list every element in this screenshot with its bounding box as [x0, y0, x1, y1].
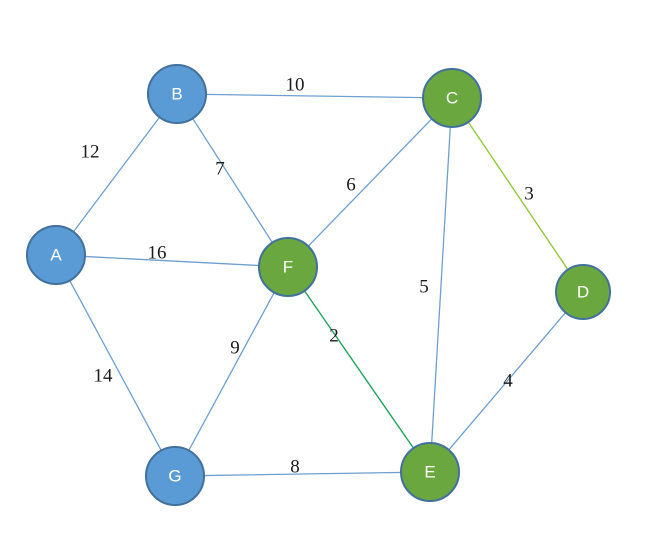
edge-weight-a-b: 12	[81, 141, 100, 162]
graph-node-b[interactable]: B	[147, 64, 207, 124]
edge-weight-a-g: 14	[94, 365, 114, 386]
edge-weight-c-e: 5	[419, 276, 429, 297]
node-circle-c[interactable]	[422, 68, 482, 128]
graph-edge-a-g	[68, 279, 163, 452]
graph-edge-a-b	[72, 115, 161, 234]
edge-weight-b-c: 10	[286, 74, 305, 95]
graph-node-e[interactable]: E	[400, 442, 460, 502]
edge-weight-b-f: 7	[215, 158, 225, 179]
edge-weight-c-f: 6	[346, 174, 356, 195]
edge-weight-a-f: 16	[148, 242, 167, 263]
node-label-b: B	[171, 84, 182, 103]
node-label-g: G	[168, 466, 181, 485]
graph-edge-c-d	[466, 120, 570, 272]
node-circle-f[interactable]	[258, 237, 318, 297]
node-label-c: C	[446, 88, 458, 107]
edge-weights-layer: 12 10 7 16 14 6 3 5 2 9 8 4	[81, 74, 534, 477]
node-label-a: A	[50, 245, 62, 264]
node-circle-g[interactable]	[145, 446, 205, 506]
node-label-d: D	[577, 282, 589, 301]
node-circle-d[interactable]	[555, 264, 611, 320]
graph-edge-a-f	[83, 255, 261, 267]
graph-edge-f-g	[187, 290, 276, 453]
edge-weight-d-e: 4	[503, 370, 513, 391]
edges-layer	[68, 93, 570, 477]
graph-edge-f-e	[303, 289, 415, 450]
graph-edge-c-e	[430, 125, 452, 445]
nodes-layer: A B C D E F G	[26, 64, 611, 506]
graph-node-a[interactable]: A	[26, 225, 86, 285]
node-circle-a[interactable]	[26, 225, 86, 285]
graph-edge-b-f	[191, 116, 274, 245]
graph-edge-b-c	[204, 93, 425, 99]
node-circle-e[interactable]	[400, 442, 460, 502]
edge-weight-f-e: 2	[329, 325, 339, 346]
edge-weight-g-e: 8	[290, 456, 300, 477]
graph-edge-d-e	[447, 311, 567, 452]
node-label-f: F	[283, 257, 293, 276]
node-label-e: E	[424, 462, 435, 481]
graph-node-d[interactable]: D	[555, 264, 611, 320]
graph-node-c[interactable]: C	[422, 68, 482, 128]
graph-node-g[interactable]: G	[145, 446, 205, 506]
graph-edge-g-e	[202, 471, 403, 477]
graph-edge-c-f	[306, 117, 434, 248]
edge-weight-c-d: 3	[524, 183, 534, 204]
edge-weight-f-g: 9	[230, 337, 240, 358]
node-circle-b[interactable]	[147, 64, 207, 124]
graph-node-f[interactable]: F	[258, 237, 318, 297]
